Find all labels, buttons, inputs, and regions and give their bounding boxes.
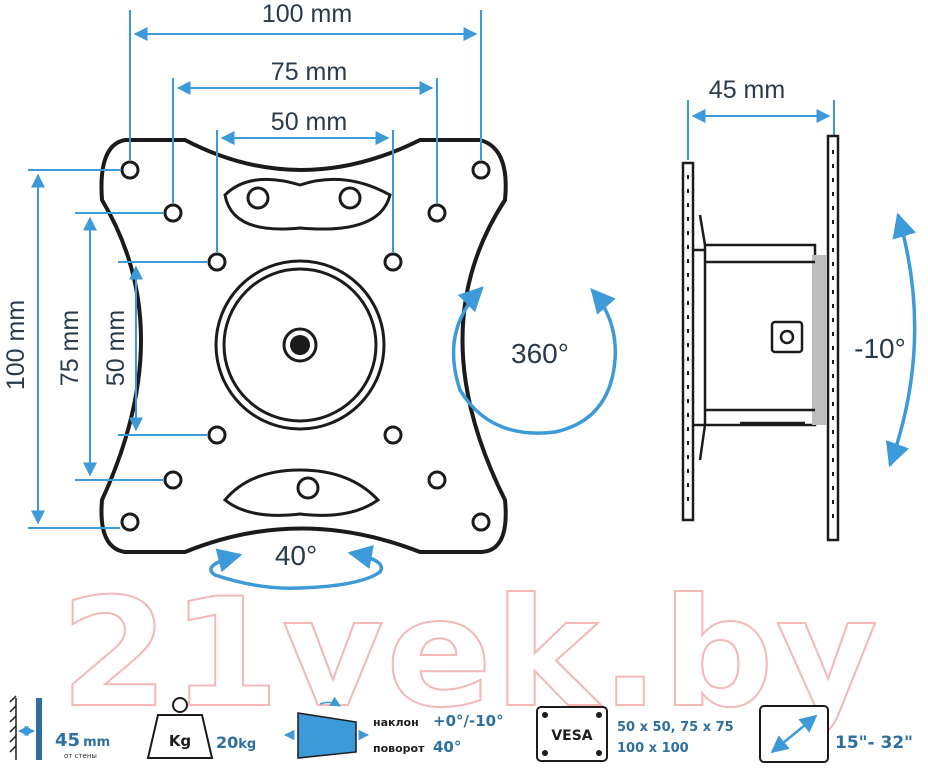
lower-slot (222, 468, 381, 517)
tilt-value: +0°/-10° (433, 712, 504, 730)
hole-75-br (427, 470, 447, 490)
mount-plate-front-view (99, 138, 508, 554)
angle-swivel: 40° (275, 540, 317, 571)
hole-50-tl (207, 252, 227, 272)
center-ring-inner (222, 267, 378, 423)
dim-height-50: 50 mm (102, 310, 130, 386)
angle-tilt: -10° (854, 333, 906, 364)
dim-height-100: 100 mm (2, 300, 30, 390)
dim-height-75: 75 mm (56, 310, 84, 386)
hole-100-bl (120, 512, 140, 532)
weight-value: 20kg (216, 733, 256, 752)
angle-rotation: 360° (511, 338, 569, 369)
wall-depth-icon (9, 695, 42, 760)
tilt-swivel-icon (283, 696, 370, 759)
hole-75-tl (163, 203, 183, 223)
hole-100-tl (120, 160, 140, 180)
vesa-line-1: 50 x 50, 75 x 75 (617, 720, 734, 735)
tv-plate-side (826, 134, 840, 542)
slot-hole-1 (246, 186, 270, 210)
slot-hole-2 (338, 186, 362, 210)
swivel-label: поворот (373, 742, 425, 755)
swivel-40-arrow (209, 544, 384, 590)
watermark: 21vek.by (60, 567, 880, 741)
hole-75-tr (427, 203, 447, 223)
dim-width-50: 50 mm (271, 108, 347, 136)
wall-plate-side (681, 161, 695, 522)
dim-depth-45: 45 mm (709, 76, 785, 104)
vesa-icon-label: VESA (551, 728, 592, 744)
dim-width-100: 100 mm (262, 0, 352, 28)
rotation-360-arrow (451, 286, 618, 435)
hole-50-tr (383, 252, 403, 272)
slot-hole-3 (296, 476, 320, 500)
weight-icon-label: Kg (169, 732, 191, 750)
mounting-holes (120, 160, 491, 532)
mount-side-view (681, 134, 840, 542)
center-bolt-core (290, 335, 310, 355)
swivel-value: 40° (433, 738, 461, 756)
tilt-label: наклон (373, 716, 419, 729)
vesa-icon (536, 706, 608, 762)
hole-75-bl (163, 470, 183, 490)
hole-100-tr (471, 160, 491, 180)
arm-shade (812, 255, 826, 425)
hole-100-br (471, 512, 491, 532)
upper-slot (223, 177, 392, 231)
hole-50-br (383, 425, 403, 445)
center-ring-outer (214, 259, 386, 431)
hole-50-bl (207, 425, 227, 445)
depth-caption: от стены (64, 752, 97, 760)
dimension-lines (28, 10, 835, 529)
vesa-line-2: 100 x 100 (617, 741, 689, 756)
dim-width-75: 75 mm (271, 58, 347, 86)
screen-size: 15"- 32" (835, 733, 913, 753)
tilt-arrow (885, 212, 917, 468)
weight-icon (146, 697, 214, 759)
screen-diagonal-icon (759, 705, 829, 763)
